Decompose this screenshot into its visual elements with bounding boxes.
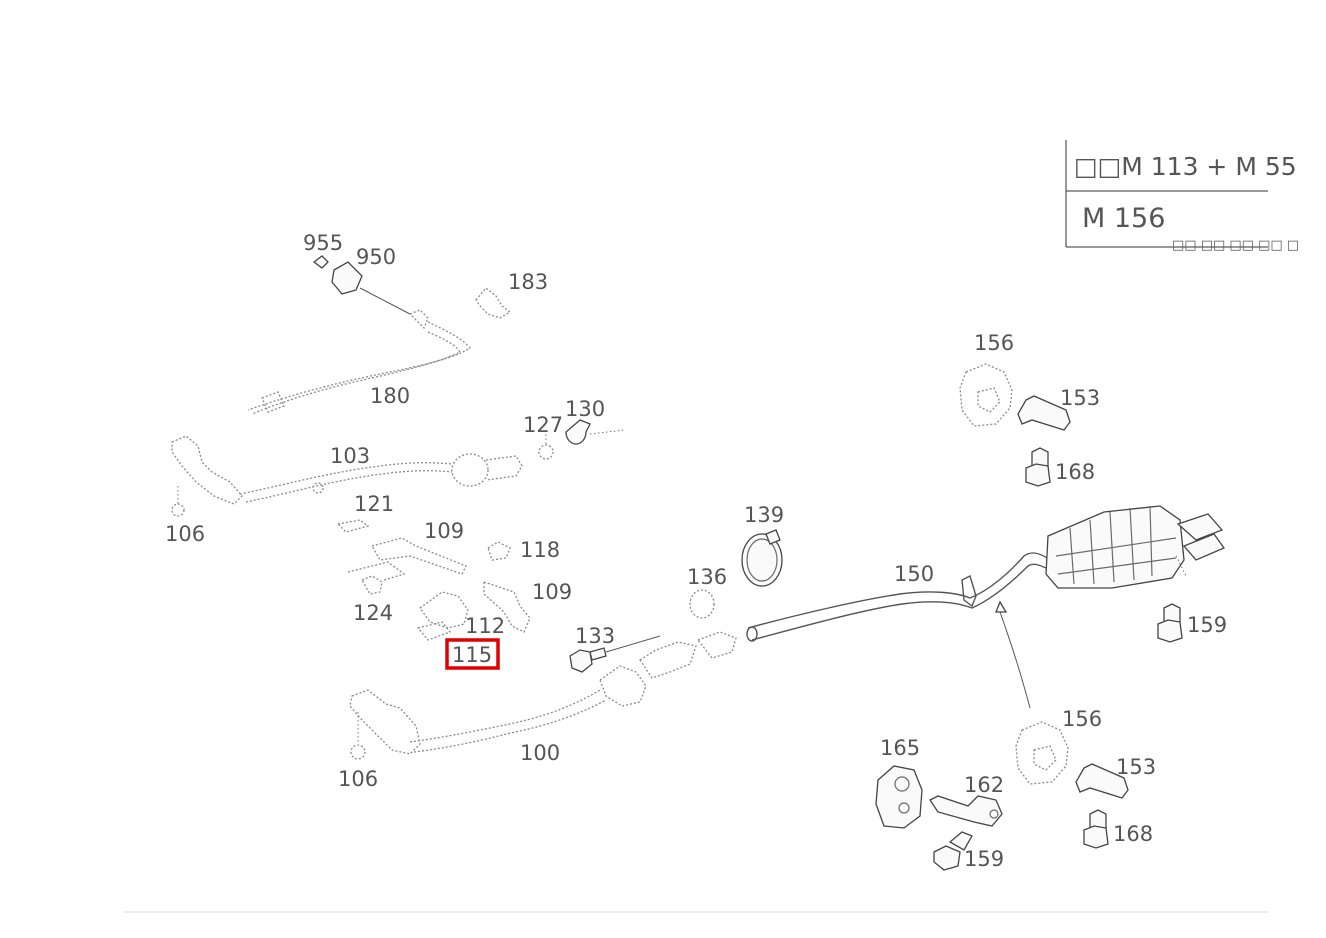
selected-callout-highlight [445, 638, 500, 670]
callout-168-upper[interactable]: 168 [1055, 460, 1095, 484]
gasket-136[interactable] [689, 589, 715, 619]
callout-162[interactable]: 162 [964, 773, 1004, 797]
callout-183[interactable]: 183 [508, 270, 548, 294]
callout-950[interactable]: 950 [356, 245, 396, 269]
callout-165[interactable]: 165 [880, 736, 920, 760]
callout-103[interactable]: 103 [330, 444, 370, 468]
assembly-arrow [995, 600, 1031, 709]
callout-115[interactable]: 115 [452, 643, 492, 667]
callout-109-upper[interactable]: 109 [424, 519, 464, 543]
oxygen-sensor-part[interactable] [312, 255, 429, 330]
callout-159-right[interactable]: 159 [1187, 613, 1227, 637]
bolt-168-upper[interactable] [1025, 447, 1051, 487]
callout-106-lower[interactable]: 106 [338, 767, 378, 791]
callout-180[interactable]: 180 [370, 384, 410, 408]
front-pipe-103[interactable] [171, 435, 523, 505]
rear-pipe-150[interactable] [746, 552, 1051, 642]
bracket-group[interactable] [336, 519, 531, 641]
callout-150[interactable]: 150 [894, 562, 934, 586]
callout-118[interactable]: 118 [520, 538, 560, 562]
heat-shield-pipe-180[interactable] [247, 321, 471, 415]
bolt-106-lower[interactable] [350, 712, 366, 760]
callout-955[interactable]: 955 [303, 231, 343, 255]
callout-124[interactable]: 124 [353, 601, 393, 625]
bracket-153-upper[interactable] [1017, 395, 1071, 431]
clamp-139[interactable] [741, 529, 783, 587]
main-pipe-100[interactable] [349, 631, 737, 755]
bolt-133[interactable] [569, 635, 661, 673]
bolt-168-lower[interactable] [1083, 809, 1109, 849]
callout-156-upper[interactable]: 156 [974, 331, 1014, 355]
callout-100[interactable]: 100 [520, 741, 560, 765]
bracket-162[interactable] [929, 795, 1003, 827]
engine-line-2: M 156 [1082, 203, 1165, 234]
hanger-156-lower[interactable] [1015, 721, 1069, 785]
rubber-mount-165[interactable] [875, 765, 923, 829]
clip-183[interactable] [475, 287, 512, 319]
engine-designation-box: □□M 113 + M 55 M 156 □□ □□ □□ □□ □ [1065, 140, 1299, 253]
callout-121[interactable]: 121 [354, 492, 394, 516]
callout-159-lower[interactable]: 159 [964, 847, 1004, 871]
callout-labels: 955 950 183 180 130 127 103 106 121 109 … [165, 231, 1227, 871]
callout-130[interactable]: 130 [565, 397, 605, 421]
bolt-159-right[interactable] [1157, 603, 1183, 643]
clamp-130[interactable] [565, 419, 625, 445]
callout-139[interactable]: 139 [744, 503, 784, 527]
callout-136[interactable]: 136 [687, 565, 727, 589]
engine-line-1: □□M 113 + M 55 [1074, 152, 1297, 181]
nut-127[interactable] [538, 430, 554, 460]
bracket-153-lower[interactable] [1075, 763, 1129, 799]
callout-156-lower[interactable]: 156 [1062, 707, 1102, 731]
callout-168-lower[interactable]: 168 [1113, 822, 1153, 846]
callout-153-lower[interactable]: 153 [1116, 755, 1156, 779]
engine-footnote: □□ □□ □□ □□ □ [1172, 238, 1299, 253]
hanger-156-upper[interactable] [959, 363, 1013, 427]
callout-127[interactable]: 127 [523, 413, 563, 437]
callout-153-upper[interactable]: 153 [1060, 386, 1100, 410]
bolt-106-upper[interactable] [171, 486, 185, 517]
muffler[interactable] [1045, 505, 1225, 589]
callout-106-upper[interactable]: 106 [165, 522, 205, 546]
callout-109-lower[interactable]: 109 [532, 580, 572, 604]
callout-133[interactable]: 133 [575, 624, 615, 648]
callout-112[interactable]: 112 [465, 614, 505, 638]
bolt-159-lower[interactable] [933, 831, 973, 871]
